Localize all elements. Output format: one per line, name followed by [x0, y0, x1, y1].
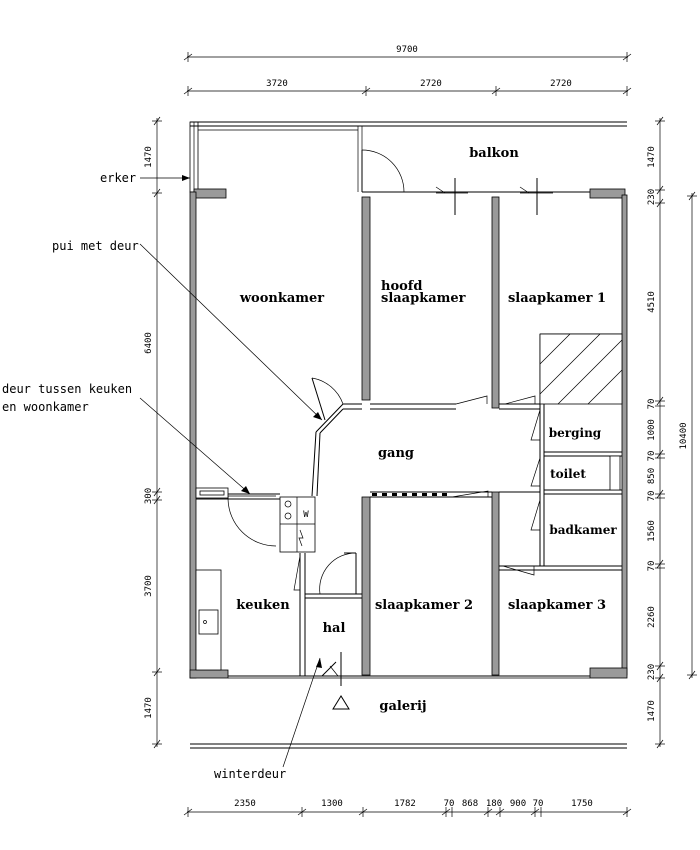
dim-total-width: 9700	[396, 45, 418, 55]
hatched-shaft	[539, 333, 623, 405]
doors	[227, 149, 553, 686]
label-pui-met-deur: pui met deur	[52, 239, 139, 253]
room-gang: gang	[378, 446, 414, 461]
room-galerij: galerij	[379, 699, 426, 714]
room-woonkamer: woonkamer	[239, 291, 324, 306]
room-slaapkamer-3: slaapkamer 3	[508, 598, 606, 613]
walls	[189, 121, 628, 749]
room-hoofd-line2: slaapkamer	[381, 291, 466, 306]
dim-right-12: 230	[647, 664, 657, 680]
dim-bottom-6: 180	[486, 799, 502, 809]
room-toilet: toilet	[550, 467, 586, 481]
dim-left-5: 1470	[144, 697, 154, 719]
entrance-arrow-icon	[332, 695, 350, 710]
dim-right-3: 4510	[647, 291, 657, 313]
dim-bottom-4: 70	[444, 799, 455, 809]
dim-right-2: 230	[647, 189, 657, 205]
dim-left-2: 6400	[144, 332, 154, 354]
dim-top-1: 3720	[266, 79, 288, 89]
room-badkamer: badkamer	[549, 523, 617, 537]
dim-top-2: 2720	[420, 79, 442, 89]
room-keuken: keuken	[236, 598, 290, 613]
room-slaapkamer-2: slaapkamer 2	[375, 598, 473, 613]
dim-right-13: 1470	[647, 700, 657, 722]
kitchen-fixtures	[195, 487, 316, 671]
dim-right-10: 70	[647, 561, 657, 572]
dim-right-11: 2260	[647, 606, 657, 628]
room-hoofd-line1: hoofd	[381, 279, 422, 294]
dim-right-5: 1000	[647, 419, 657, 441]
dim-right-6: 70	[647, 451, 657, 462]
dim-right-4: 70	[647, 399, 657, 410]
dim-bottom-1: 2350	[234, 799, 256, 809]
dim-bottom-2: 1300	[321, 799, 343, 809]
dim-bottom-9: 1750	[571, 799, 593, 809]
label-winterdeur: winterdeur	[214, 767, 286, 781]
room-hal: hal	[323, 621, 346, 636]
dim-right-8: 70	[647, 491, 657, 502]
dim-bottom-3: 1782	[394, 799, 416, 809]
room-slaapkamer-1: slaapkamer 1	[508, 291, 606, 306]
dim-right-7: 850	[647, 468, 657, 484]
label-erker: erker	[100, 171, 136, 185]
dim-bottom-7: 900	[510, 799, 526, 809]
dim-left-3: 300	[144, 488, 154, 504]
label-deur-tussen-line1: deur tussen keuken	[2, 382, 132, 396]
dim-right-9: 1560	[647, 520, 657, 542]
washer-label: W	[303, 510, 309, 520]
dim-left-1: 1470	[144, 146, 154, 168]
dim-top-3: 2720	[550, 79, 572, 89]
dim-bottom-8: 70	[533, 799, 544, 809]
label-deur-tussen-line2: en woonkamer	[2, 400, 89, 414]
room-berging: berging	[549, 426, 602, 440]
leader-lines	[139, 175, 323, 768]
dim-right-1: 1470	[647, 146, 657, 168]
dim-bottom-5: 868	[462, 799, 478, 809]
room-balkon: balkon	[469, 146, 519, 161]
dimension-lines	[152, 52, 697, 817]
dim-total-height: 10400	[679, 422, 689, 449]
dim-left-4: 3700	[144, 575, 154, 597]
